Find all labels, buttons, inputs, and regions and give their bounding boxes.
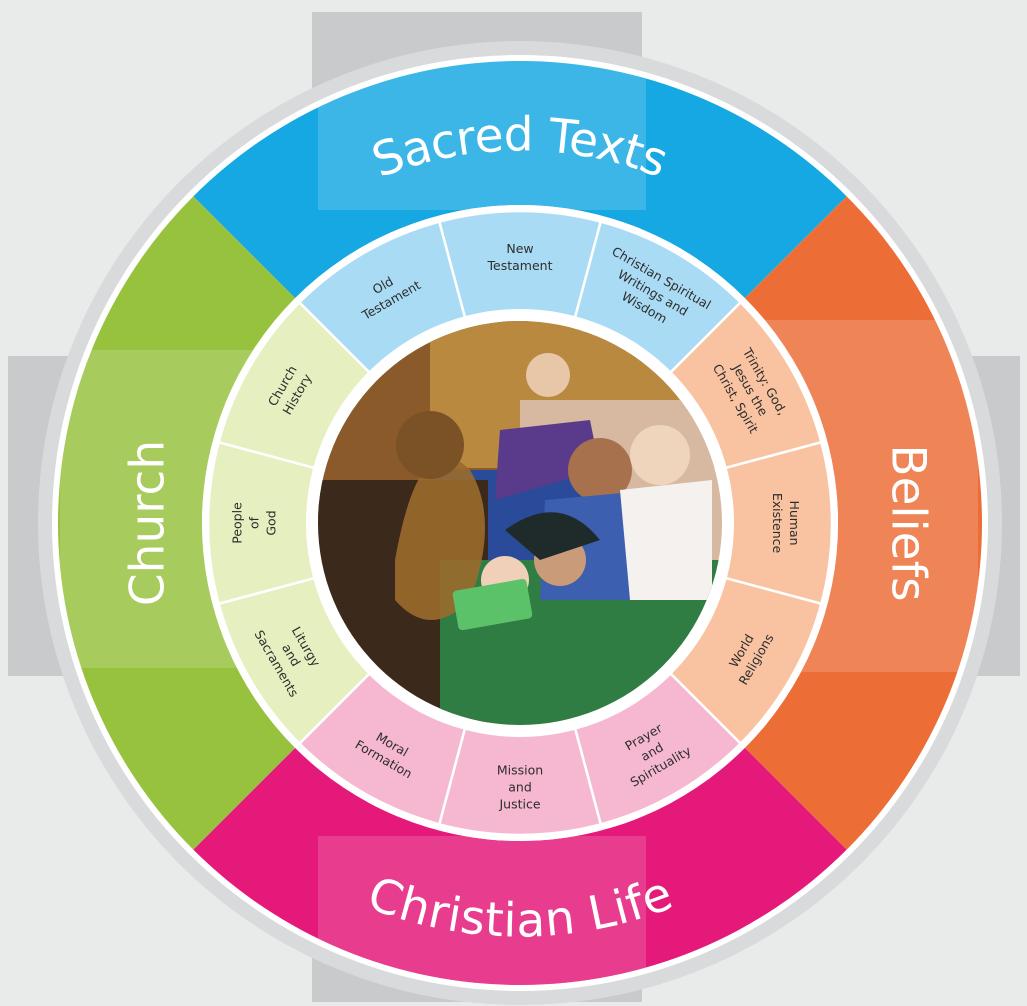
inner-topic-label-line: God xyxy=(264,510,279,535)
inner-topic-label-line: Mission xyxy=(497,763,543,778)
center-photo-layer xyxy=(306,309,734,737)
outer-strand-sacred-texts xyxy=(193,61,847,299)
highlight-band xyxy=(318,61,646,210)
outer-strand-christian-life xyxy=(193,747,847,985)
strand-label-beliefs: Beliefs xyxy=(881,444,936,601)
outer-strand-beliefs xyxy=(744,196,983,850)
inner-topic-label-line: Justice xyxy=(498,797,540,812)
outer-strand-church xyxy=(57,196,296,850)
strand-label-church: Church xyxy=(121,440,176,606)
inner-topic-label-line: New xyxy=(506,241,533,256)
inner-topic-label-line: and xyxy=(508,780,532,795)
highlight-band xyxy=(318,836,646,985)
inner-topic-label-line: of xyxy=(247,516,262,529)
inner-topic-label-line: Existence xyxy=(770,493,785,554)
inner-topic-label-line: Testament xyxy=(487,258,553,273)
inner-topic-label-line: People xyxy=(230,502,245,544)
inner-topic-label-line: Human xyxy=(787,500,802,545)
